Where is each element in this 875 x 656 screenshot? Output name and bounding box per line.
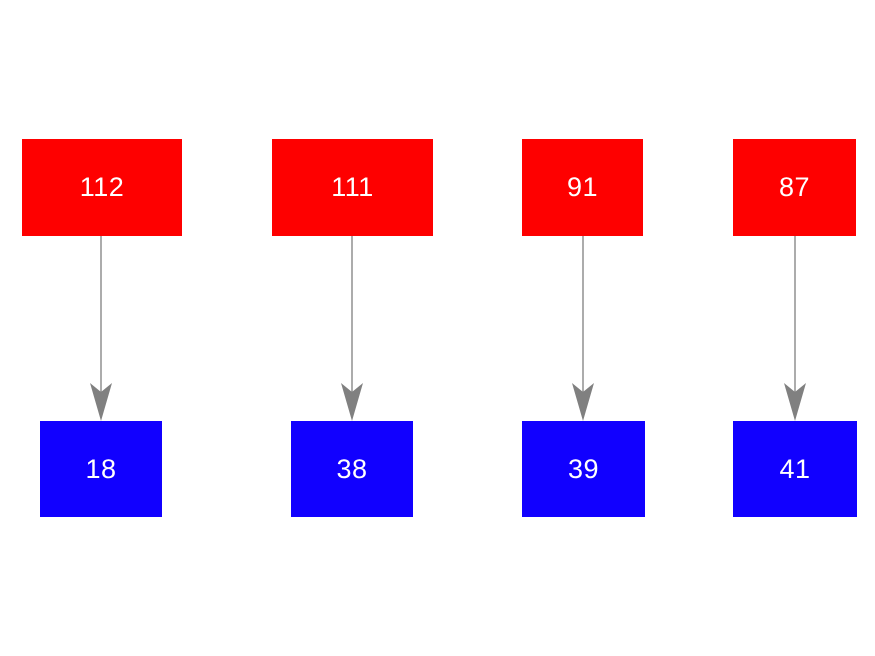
arrow-head bbox=[784, 383, 806, 421]
source-node-label: 87 bbox=[778, 172, 811, 202]
arrow-head bbox=[341, 383, 363, 421]
flow-arrow-4 bbox=[784, 236, 806, 421]
flow-arrow-2 bbox=[341, 236, 363, 421]
target-node-label: 41 bbox=[779, 453, 811, 484]
source-node-3[interactable]: 91 bbox=[522, 139, 643, 236]
arrow-head bbox=[90, 383, 112, 421]
target-node-label: 18 bbox=[85, 453, 117, 484]
target-node-label: 38 bbox=[336, 453, 368, 484]
source-node-label: 91 bbox=[566, 172, 599, 202]
flow-arrow-3 bbox=[572, 236, 594, 421]
target-node-1[interactable]: 18 bbox=[40, 421, 162, 517]
target-node-2[interactable]: 38 bbox=[291, 421, 413, 517]
target-node-label: 39 bbox=[567, 453, 600, 484]
source-node-4[interactable]: 87 bbox=[733, 139, 856, 236]
source-node-1[interactable]: 112 bbox=[22, 139, 182, 236]
arrow-head bbox=[572, 383, 594, 421]
target-node-3[interactable]: 39 bbox=[522, 421, 645, 517]
flow-arrow-1 bbox=[90, 236, 112, 421]
source-node-2[interactable]: 111 bbox=[272, 139, 433, 236]
target-node-4[interactable]: 41 bbox=[733, 421, 857, 517]
source-node-label: 111 bbox=[331, 172, 374, 202]
source-node-label: 112 bbox=[79, 172, 125, 202]
